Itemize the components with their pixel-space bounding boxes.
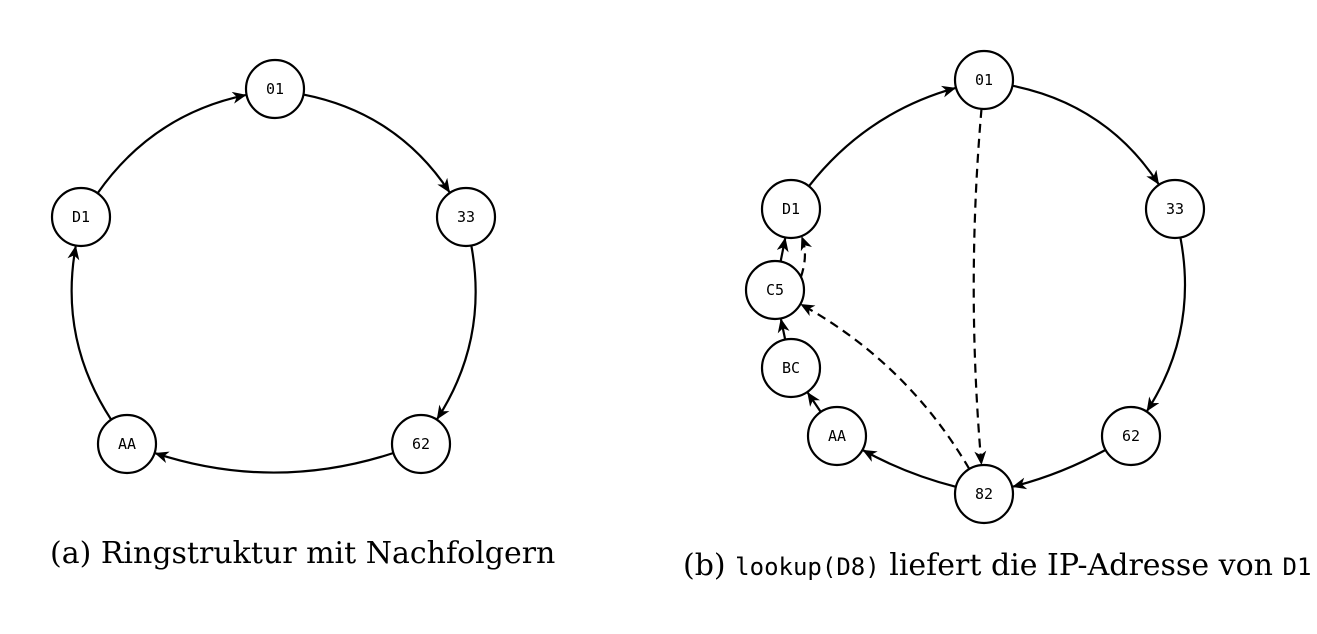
- b-edge-01-33: [1012, 84, 1160, 185]
- b-node-circle: [760, 337, 822, 399]
- a-node-01: 01: [244, 58, 306, 120]
- a-edge-AA-D1: [67, 245, 113, 421]
- diagram-a-edges: [67, 91, 477, 474]
- b-node-AA: AA: [806, 405, 868, 467]
- b-edge-01-82-dashed: [972, 108, 987, 466]
- b-node-circle: [760, 178, 822, 240]
- b-node-33: 33: [1144, 178, 1206, 240]
- caption-b-prefix: (b): [683, 548, 726, 583]
- b-node-label: 33: [1166, 200, 1184, 218]
- diagram-b-nodes: 01 33 62 82 AA BC C5 D1: [744, 49, 1206, 525]
- b-node-BC: BC: [760, 337, 822, 399]
- a-edge-33-62: [436, 245, 477, 420]
- b-edge-D1-01: [808, 85, 957, 187]
- b-node-82: 82: [953, 463, 1015, 525]
- b-node-circle: [953, 463, 1015, 525]
- diagram-a-nodes: 01 33 62 AA D1: [50, 58, 497, 475]
- b-node-label: 62: [1122, 427, 1140, 445]
- caption-b-code-d1: D1: [1282, 553, 1312, 581]
- b-node-label: AA: [828, 427, 846, 445]
- diagram-b-edges: [776, 84, 1187, 490]
- caption-b: (b) lookup(D8) liefert die IP-Adresse vo…: [683, 548, 1311, 583]
- caption-a-text: (a) Ringstruktur mit Nachfolgern: [50, 536, 556, 571]
- a-node-33: 33: [435, 186, 497, 248]
- b-node-label: D1: [782, 200, 800, 218]
- b-edge-BC-C5: [777, 318, 790, 340]
- b-node-D1: D1: [760, 178, 822, 240]
- a-node-D1: D1: [50, 186, 112, 248]
- a-edge-01-33: [303, 93, 451, 193]
- b-node-01: 01: [953, 49, 1015, 111]
- a-node-label: AA: [118, 435, 136, 453]
- b-edge-AA-BC: [806, 391, 822, 413]
- b-node-C5: C5: [744, 259, 806, 321]
- b-node-circle: [806, 405, 868, 467]
- a-edge-62-AA: [154, 451, 394, 474]
- a-node-label: 33: [457, 208, 475, 226]
- caption-a: (a) Ringstruktur mit Nachfolgern: [50, 536, 555, 571]
- a-node-label: D1: [72, 208, 90, 226]
- a-node-circle: [50, 186, 112, 248]
- a-node-circle: [244, 58, 306, 120]
- a-node-AA: AA: [96, 413, 158, 475]
- b-node-label: 82: [975, 485, 993, 503]
- a-node-label: 01: [266, 80, 284, 98]
- caption-b-text: liefert die IP-Adresse von: [889, 548, 1273, 583]
- a-node-circle: [96, 413, 158, 475]
- b-edge-62-82: [1012, 448, 1107, 490]
- a-node-label: 62: [412, 435, 430, 453]
- b-node-62: 62: [1100, 405, 1162, 467]
- b-node-label: C5: [766, 281, 784, 299]
- b-node-circle: [953, 49, 1015, 111]
- a-node-circle: [390, 413, 452, 475]
- caption-b-code-lookup: lookup(D8): [735, 553, 880, 581]
- b-node-label: 01: [975, 71, 993, 89]
- a-node-circle: [435, 186, 497, 248]
- b-edge-82-AA: [862, 449, 957, 488]
- b-node-circle: [1100, 405, 1162, 467]
- a-edge-D1-01: [96, 91, 247, 194]
- b-node-circle: [744, 259, 806, 321]
- b-edge-C5-D1-dashed: [799, 236, 813, 278]
- b-edge-82-C5-dashed: [800, 303, 971, 470]
- b-edge-C5-D1: [776, 237, 789, 262]
- a-node-62: 62: [390, 413, 452, 475]
- b-node-circle: [1144, 178, 1206, 240]
- b-node-label: BC: [782, 359, 800, 377]
- b-edge-33-62: [1146, 237, 1187, 412]
